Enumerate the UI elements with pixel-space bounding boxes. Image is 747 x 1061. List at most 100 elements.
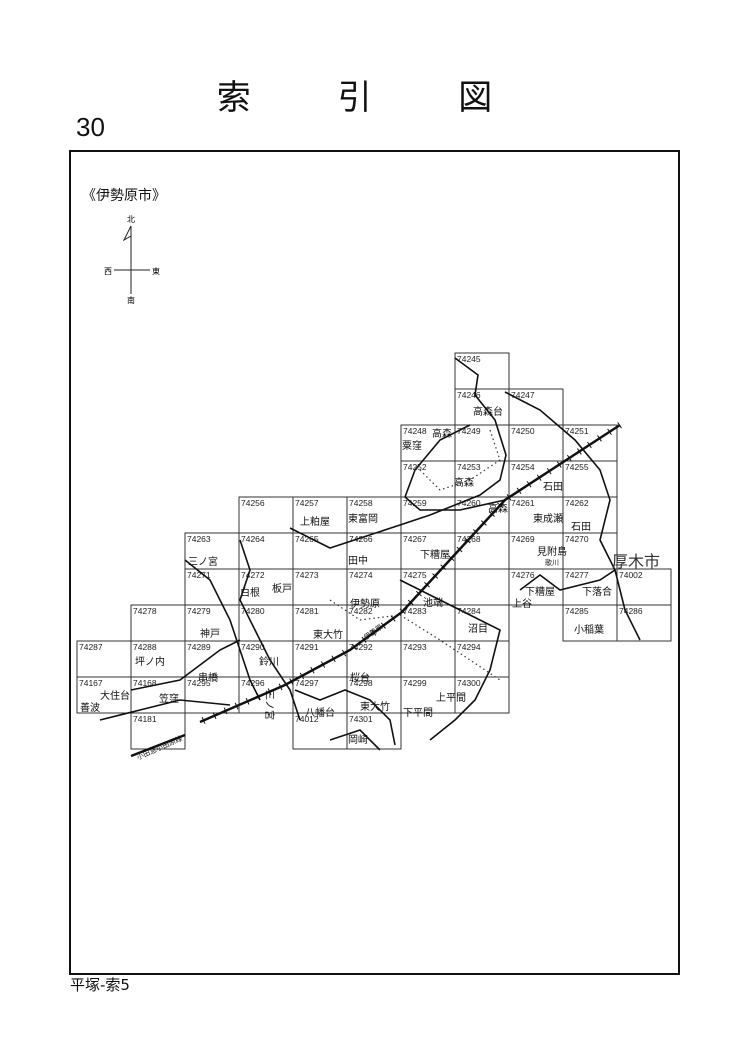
sheet-number: 74283	[403, 606, 427, 616]
sheet-number: 74167	[79, 678, 103, 688]
sheet-number: 74295	[187, 678, 211, 688]
sheet-number: 74261	[511, 498, 535, 508]
place-label: 鈴川	[259, 655, 279, 668]
sheet-number: 74248	[403, 426, 427, 436]
sheet-number: 74267	[403, 534, 427, 544]
place-label: 八幡台	[305, 706, 335, 719]
sheet-number: 74296	[241, 678, 265, 688]
station-label: 伊勢原	[362, 622, 384, 641]
place-label: 東富岡	[348, 512, 378, 525]
sheet-number: 74257	[295, 498, 319, 508]
sheet-number: 74255	[565, 462, 589, 472]
place-label: 岡崎	[348, 733, 368, 746]
place-label: 坪ノ内	[135, 655, 165, 668]
sheet-number: 74249	[457, 426, 481, 436]
place-label: 小稲葉	[574, 623, 604, 636]
city-label: 《伊勢原市》	[82, 187, 166, 204]
sheet-number: 74245	[457, 354, 481, 364]
compass-south: 南	[127, 295, 135, 305]
sheet-number: 74002	[619, 570, 643, 580]
sheet-number: 74299	[403, 678, 427, 688]
place-label: 上谷	[512, 598, 532, 610]
place-label: 上粕屋	[300, 515, 330, 528]
neighbor-city-label: 厚木市	[612, 552, 660, 571]
place-label: 池端	[423, 596, 443, 609]
map-sheet-cell[interactable]	[130, 712, 186, 750]
page-footer: 平塚-索5	[70, 976, 130, 994]
place-label: 神戸	[200, 627, 220, 640]
sheet-number: 74300	[457, 678, 481, 688]
sheet-number: 74253	[457, 462, 481, 472]
sheet-number: 74252	[403, 462, 427, 472]
page-number: 30	[76, 112, 105, 142]
sheet-number: 74246	[457, 390, 481, 400]
sheet-number: 74280	[241, 606, 265, 616]
place-label: 田中	[348, 554, 368, 567]
place-label: 桜台	[350, 671, 370, 684]
map-sheet-cell[interactable]	[454, 568, 510, 606]
place-label: 石田	[543, 482, 563, 493]
sheet-number: 74278	[133, 606, 157, 616]
map-sheet-cell[interactable]	[454, 676, 510, 714]
place-label: 板戸	[272, 582, 292, 595]
sheet-number: 74247	[511, 390, 535, 400]
map-frame	[69, 150, 680, 975]
sheet-number: 74285	[565, 606, 589, 616]
compass-east: 東	[152, 266, 160, 276]
sheet-number: 74293	[403, 642, 427, 652]
sheet-number: 74274	[349, 570, 373, 580]
sheet-number: 74294	[457, 642, 481, 652]
sheet-number: 74264	[241, 534, 265, 544]
compass-north: 北	[127, 215, 135, 224]
sheet-number: 74286	[619, 606, 643, 616]
place-labels: 高森台 粟窪 高森 高森 高森 石田 石田 東成瀬 上粕屋 東富岡 三ノ宮 田中…	[80, 405, 612, 746]
railway-label: 小田急小田原線	[135, 734, 183, 762]
sheet-number: 74284	[457, 606, 481, 616]
sheet-number: 74297	[295, 678, 319, 688]
map-sheet-cell[interactable]	[346, 712, 402, 750]
place-label: 上平間	[436, 692, 466, 704]
sheet-number: 74263	[187, 534, 211, 544]
sheet-number: 74012	[295, 714, 319, 724]
sheet-number: 74266	[349, 534, 373, 544]
sheet-number: 74288	[133, 642, 157, 652]
sheet-number: 74265	[295, 534, 319, 544]
place-label: 下落合	[582, 585, 612, 598]
boundaries	[99, 357, 641, 751]
map-sheet-cell[interactable]	[616, 604, 672, 642]
sheet-number: 74250	[511, 426, 535, 436]
place-label: 大住台	[100, 689, 130, 702]
place-label: 笠窪	[159, 692, 179, 705]
sheet-number: 74262	[565, 498, 589, 508]
sheet-number: 74271	[187, 570, 211, 580]
sheet-number: 74292	[349, 642, 373, 652]
sheet-number: 74181	[133, 714, 157, 724]
sheet-number: 74298	[349, 678, 373, 688]
sheet-number: 74291	[295, 642, 319, 652]
place-label: 串橋	[198, 671, 218, 684]
place-label: 下糟屋	[420, 548, 450, 561]
place-label: 見附島	[537, 545, 567, 558]
place-label: 三ノ宮	[263, 690, 276, 720]
sheet-number: 74276	[511, 570, 535, 580]
place-label: 高森台	[473, 405, 503, 418]
sheet-number: 74282	[349, 606, 373, 616]
sheet-number: 74256	[241, 498, 265, 508]
place-label: 高森	[432, 427, 452, 440]
sheet-number: 74289	[187, 642, 211, 652]
place-label: 石田	[571, 522, 591, 533]
place-label: 粟窪	[402, 439, 422, 452]
sheet-number: 74270	[565, 534, 589, 544]
sheet-number: 74254	[511, 462, 535, 472]
place-label-small: 歌川	[545, 558, 559, 567]
sheet-number: 74279	[187, 606, 211, 616]
place-label: 東大竹	[313, 628, 343, 641]
sheet-number: 74269	[511, 534, 535, 544]
sheet-number: 74281	[295, 606, 319, 616]
compass-west: 西	[104, 267, 112, 276]
sheet-number: 74277	[565, 570, 589, 580]
place-label: 善波	[80, 701, 100, 714]
place-label: 東成瀬	[533, 512, 563, 525]
place-label: 高森	[488, 502, 508, 515]
